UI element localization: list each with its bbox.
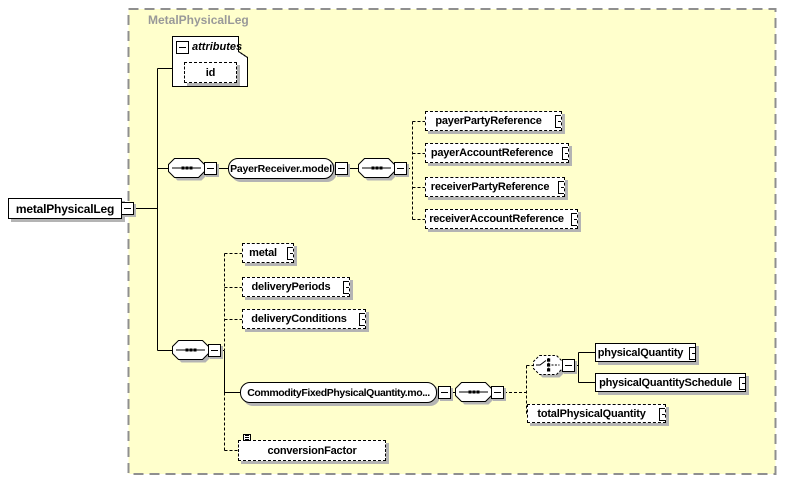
collapse-icon[interactable] xyxy=(491,386,504,399)
sequence-compositor[interactable] xyxy=(172,340,213,369)
element-label: payerAccountReference xyxy=(430,147,554,159)
sequence-icon xyxy=(172,340,212,363)
collapse-icon[interactable] xyxy=(121,202,134,215)
element-payerAccountReference[interactable]: payerAccountReference xyxy=(425,143,569,163)
attribute-id[interactable]: id xyxy=(184,62,237,83)
element-label: CommodityFixedPhysicalQuantity.mo... xyxy=(247,386,430,399)
collapse-icon[interactable] xyxy=(335,162,348,175)
element-label: id xyxy=(205,66,216,79)
expand-icon[interactable] xyxy=(558,181,564,194)
element-label: PayerReceiver.model xyxy=(230,162,332,175)
element-metalPhysicalLeg[interactable]: metalPhysicalLeg xyxy=(8,198,122,219)
sequence-icon xyxy=(358,158,398,181)
group-CommodityFixedPhysicalQuantity-model[interactable]: CommodityFixedPhysicalQuantity.mo... xyxy=(240,382,437,403)
wire xyxy=(224,392,238,451)
element-label: receiverPartyReference xyxy=(430,181,550,193)
expand-icon[interactable] xyxy=(689,346,695,360)
dashed-connectors xyxy=(224,121,533,451)
element-label: deliveryConditions xyxy=(251,313,347,325)
element-deliveryConditions[interactable]: deliveryConditions xyxy=(242,309,366,329)
expand-icon[interactable] xyxy=(562,147,568,160)
collapse-icon[interactable] xyxy=(204,162,217,175)
collapse-icon[interactable] xyxy=(208,344,221,357)
element-physicalQuantitySchedule[interactable]: physicalQuantitySchedule xyxy=(595,373,746,392)
element-conversionFactor[interactable]: conversionFactor xyxy=(238,440,386,461)
sequence-compositor[interactable] xyxy=(358,158,399,187)
group-PayerReceiver-model[interactable]: PayerReceiver.model xyxy=(228,158,334,179)
expand-icon[interactable] xyxy=(739,376,745,390)
choice-compositor[interactable] xyxy=(533,355,567,384)
element-receiverAccountReference[interactable]: receiverAccountReference xyxy=(425,209,578,229)
wire xyxy=(575,352,595,383)
element-metal[interactable]: metal xyxy=(242,243,294,263)
solid-connectors xyxy=(134,68,595,393)
wire xyxy=(504,365,533,414)
element-label: metalPhysicalLeg xyxy=(15,201,115,216)
collapse-icon[interactable] xyxy=(562,359,575,372)
element-label: metal xyxy=(249,247,277,259)
sequence-icon xyxy=(168,158,208,181)
element-label: totalPhysicalQuantity xyxy=(537,407,646,420)
element-label: deliveryPeriods xyxy=(251,281,331,293)
sequence-icon xyxy=(455,382,495,405)
expand-icon[interactable] xyxy=(343,281,349,294)
element-deliveryPeriods[interactable]: deliveryPeriods xyxy=(242,277,350,297)
wire xyxy=(221,350,240,393)
collapse-attributes-icon[interactable] xyxy=(176,41,189,54)
element-label: conversionFactor xyxy=(267,444,357,457)
element-label: payerPartyReference xyxy=(435,115,542,127)
expand-icon[interactable] xyxy=(659,407,665,421)
sequence-compositor[interactable] xyxy=(168,158,209,187)
expand-icon[interactable] xyxy=(555,115,561,128)
element-physicalQuantity[interactable]: physicalQuantity xyxy=(595,343,696,362)
collapse-icon[interactable] xyxy=(394,162,407,175)
element-label: physicalQuantitySchedule xyxy=(599,376,732,389)
choice-icon xyxy=(533,355,566,378)
complextype-label: MetalPhysicalLeg xyxy=(148,13,249,27)
attributes-group-label: attributes xyxy=(192,41,243,53)
element-payerPartyReference[interactable]: payerPartyReference xyxy=(425,111,562,131)
expand-icon[interactable] xyxy=(571,213,577,226)
element-label: physicalQuantity xyxy=(597,346,684,359)
element-receiverPartyReference[interactable]: receiverPartyReference xyxy=(425,177,565,197)
collapse-icon[interactable] xyxy=(438,386,451,399)
expand-icon[interactable] xyxy=(359,313,365,326)
sequence-compositor[interactable] xyxy=(455,382,496,411)
expand-icon[interactable] xyxy=(287,247,293,260)
element-label: receiverAccountReference xyxy=(429,213,564,225)
element-totalPhysicalQuantity[interactable]: totalPhysicalQuantity xyxy=(527,404,666,423)
text-content-icon xyxy=(243,434,251,441)
wire xyxy=(407,121,425,220)
